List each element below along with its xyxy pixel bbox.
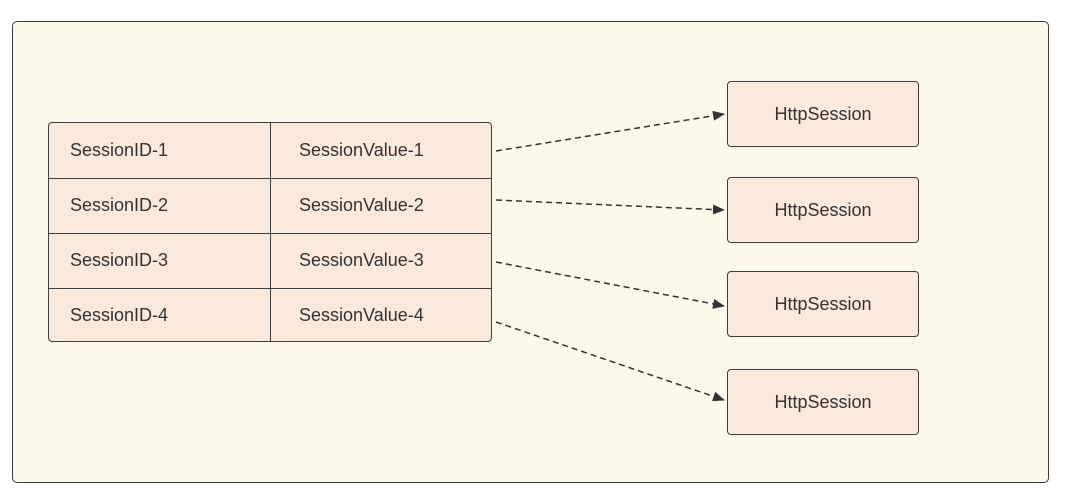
session-value-cell: SessionValue-3 bbox=[299, 250, 424, 270]
table-row: SessionID-4 SessionValue-4 bbox=[49, 288, 491, 341]
reference-arrow bbox=[495, 110, 725, 152]
session-id-cell: SessionID-4 bbox=[70, 305, 169, 325]
session-id-cell: SessionID-1 bbox=[70, 140, 169, 160]
reference-arrow bbox=[495, 321, 725, 402]
http-session-box: HttpSession bbox=[727, 81, 919, 147]
session-value-cell: SessionValue-4 bbox=[299, 305, 424, 325]
session-id-cell: SessionID-3 bbox=[70, 250, 169, 270]
column-divider bbox=[270, 123, 271, 341]
http-session-box: HttpSession bbox=[727, 271, 919, 337]
session-value-cell: SessionValue-1 bbox=[299, 140, 424, 160]
session-id-cell: SessionID-2 bbox=[70, 195, 169, 215]
table-row: SessionID-3 SessionValue-3 bbox=[49, 233, 491, 288]
table-row: SessionID-1 SessionValue-1 bbox=[49, 123, 491, 178]
reference-arrow bbox=[495, 199, 725, 215]
reference-arrow bbox=[495, 261, 725, 309]
session-table: SessionID-1 SessionValue-1 SessionID-2 S… bbox=[48, 122, 492, 342]
session-value-cell: SessionValue-2 bbox=[299, 195, 424, 215]
http-session-box: HttpSession bbox=[727, 369, 919, 435]
table-row: SessionID-2 SessionValue-2 bbox=[49, 178, 491, 233]
http-session-box: HttpSession bbox=[727, 177, 919, 243]
